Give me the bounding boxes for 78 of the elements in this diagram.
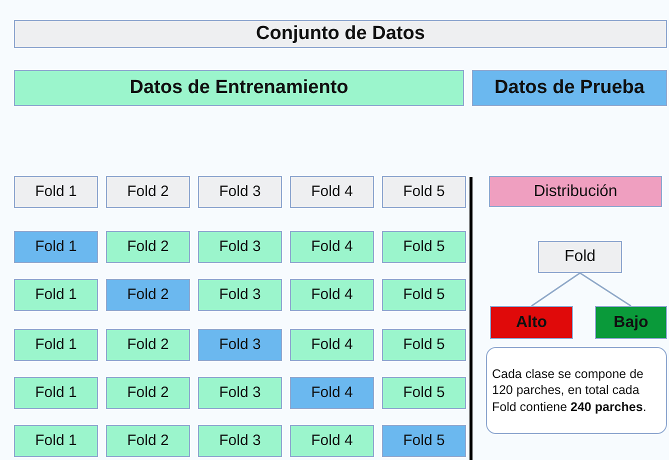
box-label: Fold 4 xyxy=(311,184,353,200)
box-label: Fold 1 xyxy=(35,184,77,200)
fold-box xyxy=(14,176,98,208)
box-label: Fold 2 xyxy=(127,384,169,402)
box-label: Fold 1 xyxy=(35,384,77,402)
fold-box xyxy=(382,425,466,457)
box-label: Fold 3 xyxy=(219,432,261,450)
box-label: Fold 4 xyxy=(311,286,353,304)
fold-box xyxy=(290,176,374,208)
box-label: Fold 1 xyxy=(35,336,77,354)
box-label: Fold 2 xyxy=(127,238,169,256)
fold-box xyxy=(538,241,622,273)
fold-box xyxy=(14,425,98,457)
fold-box xyxy=(14,231,98,263)
fold-box xyxy=(382,377,466,409)
fold-box xyxy=(14,329,98,361)
fold-box xyxy=(198,329,282,361)
box-label: Fold 1 xyxy=(35,286,77,304)
box-label: Fold 5 xyxy=(403,184,445,200)
fold-box xyxy=(198,231,282,263)
test-data-bar xyxy=(472,70,667,106)
box-label: Fold 4 xyxy=(311,432,353,450)
note-text: Cada clase se compone de 120 parches, en total cada Fold contiene 240 parches. xyxy=(492,366,648,415)
box-label: Fold xyxy=(564,248,596,266)
fold-box xyxy=(198,425,282,457)
fold-box xyxy=(106,329,190,361)
box-label: Fold 5 xyxy=(403,384,445,402)
box-label: Fold 5 xyxy=(403,336,445,354)
box-label: Datos de Entrenamiento xyxy=(130,78,348,98)
box-label: Fold 5 xyxy=(403,432,445,450)
fold-box xyxy=(106,425,190,457)
fold-box xyxy=(14,377,98,409)
box-label: Bajo xyxy=(614,314,648,332)
fold-box xyxy=(198,176,282,208)
fold-box xyxy=(290,425,374,457)
box-label: Fold 2 xyxy=(127,184,169,200)
fold-box xyxy=(382,231,466,263)
fold-box xyxy=(382,329,466,361)
box-label: Fold 3 xyxy=(219,336,261,354)
box-label: Fold 3 xyxy=(219,184,261,200)
high-class-box xyxy=(490,306,573,339)
fold-box xyxy=(106,231,190,263)
fold-box xyxy=(106,176,190,208)
box-label: Distribución xyxy=(534,182,618,200)
connector-line xyxy=(531,272,580,307)
low-class-box xyxy=(595,306,667,339)
box-label: Fold 1 xyxy=(35,238,77,256)
box-label: Fold 5 xyxy=(403,286,445,304)
box-label: Fold 4 xyxy=(311,384,353,402)
note-box xyxy=(486,347,667,434)
box-label: Fold 3 xyxy=(219,384,261,402)
box-label: Fold 2 xyxy=(127,336,169,354)
box-label: Fold 1 xyxy=(35,432,77,450)
fold-box xyxy=(290,231,374,263)
fold-box xyxy=(290,279,374,311)
fold-box xyxy=(290,377,374,409)
connector-line xyxy=(580,272,632,307)
box-label: Fold 2 xyxy=(127,432,169,450)
box-label: Alto xyxy=(516,314,548,332)
fold-box xyxy=(198,279,282,311)
fold-box xyxy=(14,279,98,311)
dataset-header xyxy=(14,20,667,48)
distribution-box xyxy=(489,176,662,207)
box-label: Fold 4 xyxy=(311,238,353,256)
box-label: Fold 5 xyxy=(403,238,445,256)
box-label: Conjunto de Datos xyxy=(256,24,425,44)
box-label: Datos de Prueba xyxy=(494,78,644,98)
fold-box xyxy=(382,176,466,208)
box-label: Fold 2 xyxy=(127,286,169,304)
box-label: Fold 3 xyxy=(219,238,261,256)
fold-box xyxy=(198,377,282,409)
fold-box xyxy=(106,279,190,311)
box-label: Fold 4 xyxy=(311,336,353,354)
fold-box xyxy=(106,377,190,409)
training-data-bar xyxy=(14,70,464,106)
fold-box xyxy=(290,329,374,361)
box-label: Fold 3 xyxy=(219,286,261,304)
fold-box xyxy=(382,279,466,311)
